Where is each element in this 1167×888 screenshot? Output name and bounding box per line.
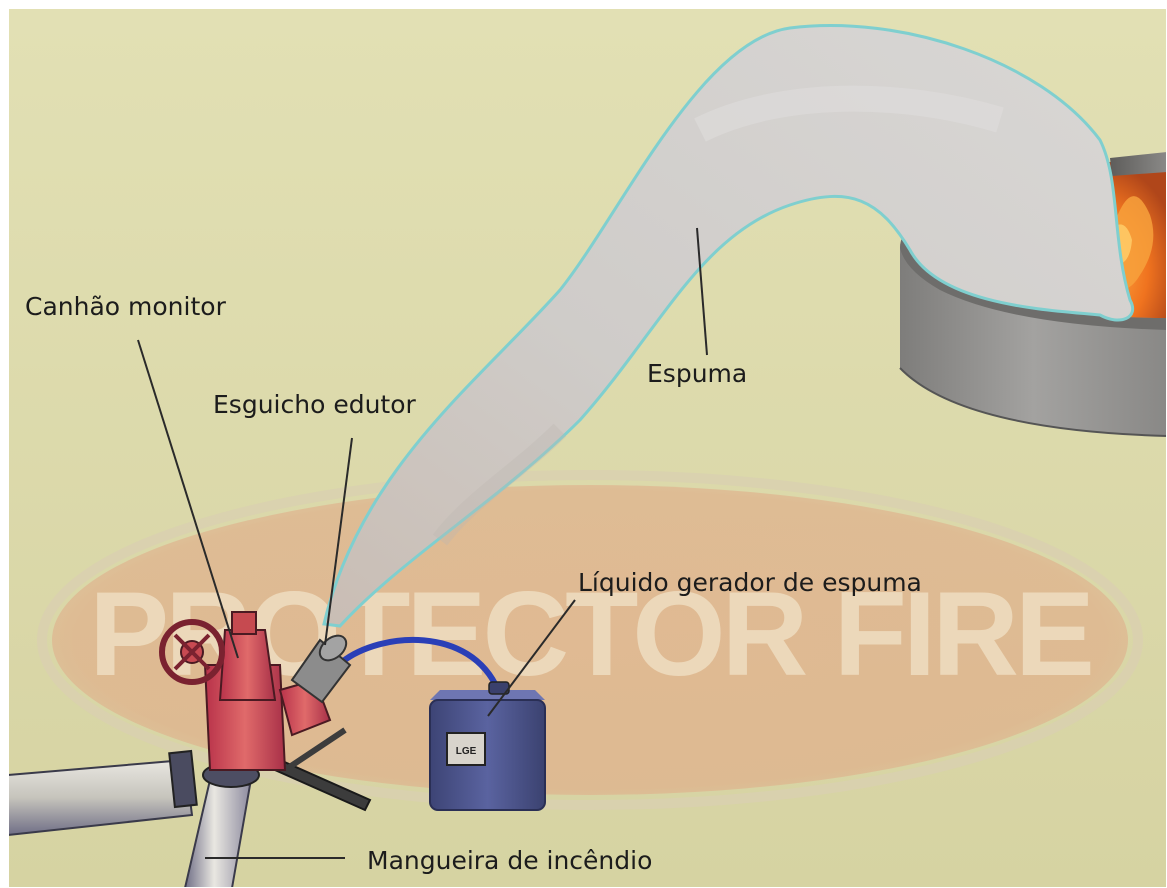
label-canhao-monitor: Canhão monitor <box>25 292 226 321</box>
leader-canhao <box>137 339 239 659</box>
inductor-hose <box>340 637 501 692</box>
label-mangueira: Mangueira de incêndio <box>367 846 653 875</box>
foam-jet <box>322 24 1135 628</box>
label-espuma: Espuma <box>647 359 748 388</box>
container-tag <box>446 732 486 766</box>
leader-liquido <box>487 599 576 717</box>
container-tag-text: LGE <box>456 746 477 757</box>
label-esguicho-edutor: Esguicho edutor <box>213 390 416 419</box>
fire-hoses <box>7 749 260 888</box>
label-liquido-gerador: Líquido gerador de espuma <box>578 568 922 597</box>
leader-lines <box>137 227 708 859</box>
monitor-nozzle <box>159 611 372 812</box>
leader-esguicho <box>324 437 353 646</box>
foam-concentrate-container: LGE <box>429 681 546 811</box>
leader-espuma <box>696 227 708 356</box>
